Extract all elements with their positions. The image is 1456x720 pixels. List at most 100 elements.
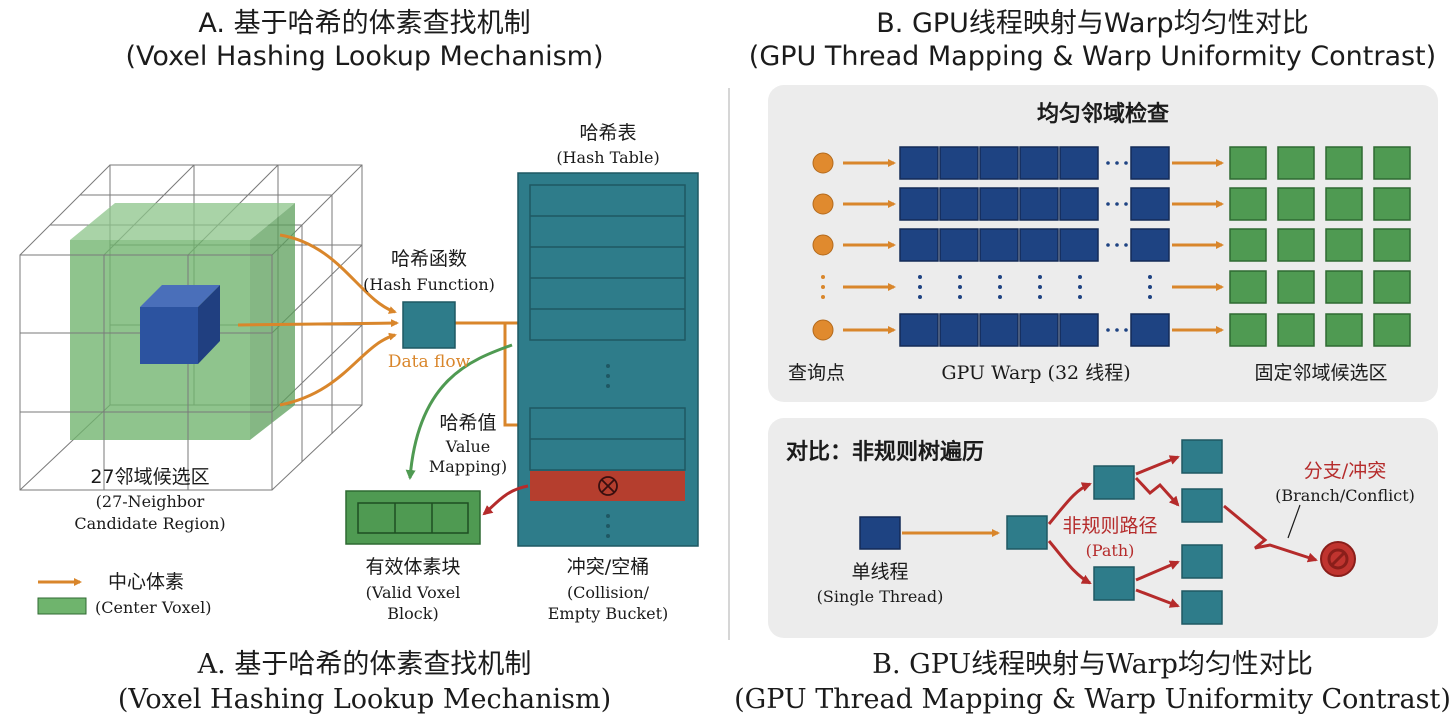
query-ellipsis-dot [821, 275, 825, 279]
center-voxel-cube [140, 285, 220, 364]
candidate-cell [1325, 270, 1363, 304]
hash-table-sublabel: (Hash Table) [556, 148, 660, 167]
legend-green-swatch [37, 597, 87, 615]
warp-thread-cell [1059, 228, 1099, 262]
warp-ellipsis-dot [1078, 275, 1082, 279]
warp-thread-cell [979, 187, 1019, 221]
candidate-cell [1229, 228, 1267, 262]
panel-a-footer-subtitle: (Voxel Hashing Lookup Mechanism) [117, 684, 612, 715]
query-point [812, 152, 834, 174]
warp-ellipsis-dot [1038, 295, 1042, 299]
hash-value-sublabel-2: Mapping) [428, 457, 508, 476]
hash-function-sublabel: (Hash Function) [363, 275, 495, 294]
warp-ellipsis-dot [1148, 295, 1152, 299]
warp-thread-cell [899, 146, 939, 180]
candidate-cell [1277, 270, 1315, 304]
warp-row-dots [1106, 243, 1110, 247]
warp-ellipsis-dot [918, 285, 922, 289]
warp-ellipsis-dot [1038, 275, 1042, 279]
neighbor-region-sublabel-1: (27-Neighbor [95, 492, 205, 511]
legend-center-label: 中心体素 [108, 571, 185, 593]
candidate-cell [1229, 187, 1267, 221]
warp-row-dots [1115, 328, 1119, 332]
candidate-cell [1325, 187, 1363, 221]
warp-thread-cell [899, 187, 939, 221]
uniform-check-title: 均匀邻域检查 [1036, 102, 1169, 127]
collision-label: 冲突/空桶 [566, 556, 650, 578]
query-points-label: 查询点 [788, 362, 846, 384]
warp-thread-cell [939, 228, 979, 262]
neighbor-region-label: 27邻域候选区 [90, 466, 210, 488]
irregular-tree [859, 439, 1318, 625]
candidate-cell [1229, 146, 1267, 180]
candidate-cell [1325, 146, 1363, 180]
collision-sublabel-2: Empty Bucket) [547, 604, 669, 623]
value-mapping-arrow [405, 343, 513, 480]
valid-block-sublabel-1: (Valid Voxel [365, 583, 461, 602]
neighbor-region-sublabel-2: Candidate Region) [74, 514, 226, 533]
single-thread-sublabel: (Single Thread) [816, 587, 944, 606]
candidate-cell [1373, 187, 1411, 221]
tree-leaf-node [1181, 544, 1223, 579]
warp-row-dots [1115, 243, 1119, 247]
candidate-cell [1277, 313, 1315, 347]
warp-ellipsis-dot [918, 295, 922, 299]
panel-b-footer-title: B. GPU线程映射与Warp均匀性对比 [872, 649, 1313, 680]
warp-ellipsis-dot [1148, 275, 1152, 279]
fixed-region-label: 固定邻域候选区 [1254, 362, 1388, 384]
warp-ellipsis-dot [958, 285, 962, 289]
warp-row-dots [1106, 202, 1110, 206]
warp-row-dots [1115, 202, 1119, 206]
warp-row-dots [1124, 161, 1128, 165]
warp-thread-cell [1059, 187, 1099, 221]
candidate-cell [1229, 270, 1267, 304]
warp-thread-cell [939, 146, 979, 180]
candidate-cell [1373, 270, 1411, 304]
hash-value-label: 哈希值 [439, 412, 497, 434]
warp-row-dots [1124, 202, 1128, 206]
candidate-cell [1277, 187, 1315, 221]
hash-table [517, 172, 699, 547]
single-thread-node [859, 516, 901, 550]
panel-a-title: A. 基于哈希的体素查找机制 [198, 8, 531, 39]
query-ellipsis-dot [821, 285, 825, 289]
warp-ellipsis-dot [998, 275, 1002, 279]
hash-value-sublabel-1: Value [445, 437, 491, 456]
collision-x-icon [598, 476, 618, 496]
irregular-path-arrow [1047, 540, 1092, 585]
warp-thread-cell [1130, 187, 1170, 221]
warp-ellipsis-dot [998, 295, 1002, 299]
irregular-path-arrow [1135, 560, 1180, 582]
irregular-path-arrow [1047, 482, 1092, 525]
irregular-path-arrow [1134, 476, 1180, 507]
warp-ellipsis-dot [998, 285, 1002, 289]
irregular-traversal-title: 对比：非规则树遍历 [786, 440, 985, 465]
warp-thread-cell [899, 228, 939, 262]
branch-conflict-sublabel: (Branch/Conflict) [1275, 486, 1415, 505]
warp-thread-cell [979, 146, 1019, 180]
warp-thread-cell [979, 228, 1019, 262]
panel-b-subtitle: (GPU Thread Mapping & Warp Uniformity Co… [748, 41, 1437, 72]
warp-thread-cell [1019, 146, 1059, 180]
tree-leaf-node [1181, 590, 1223, 625]
warp-thread-cell [1130, 313, 1170, 347]
warp-row-dots [1115, 161, 1119, 165]
irregular-path-arrow [1223, 504, 1318, 563]
candidate-cell [1373, 228, 1411, 262]
irregular-path-arrow [1135, 588, 1180, 608]
hash-function-box [402, 301, 456, 349]
warp-thread-cell [979, 313, 1019, 347]
warp-row-dots [1124, 328, 1128, 332]
collision-arrow [482, 484, 529, 516]
uniform-grid [812, 146, 1411, 347]
hash-table-label: 哈希表 [579, 122, 637, 144]
warp-ellipsis-dot [1078, 285, 1082, 289]
candidate-cell [1325, 228, 1363, 262]
legend-center-sublabel: (Center Voxel) [95, 598, 212, 617]
panel-b-footer-subtitle: (GPU Thread Mapping & Warp Uniformity Co… [734, 684, 1451, 715]
single-thread-label: 单线程 [851, 561, 909, 583]
warp-thread-cell [1019, 313, 1059, 347]
warp-thread-cell [1059, 146, 1099, 180]
query-ellipsis-dot [821, 295, 825, 299]
